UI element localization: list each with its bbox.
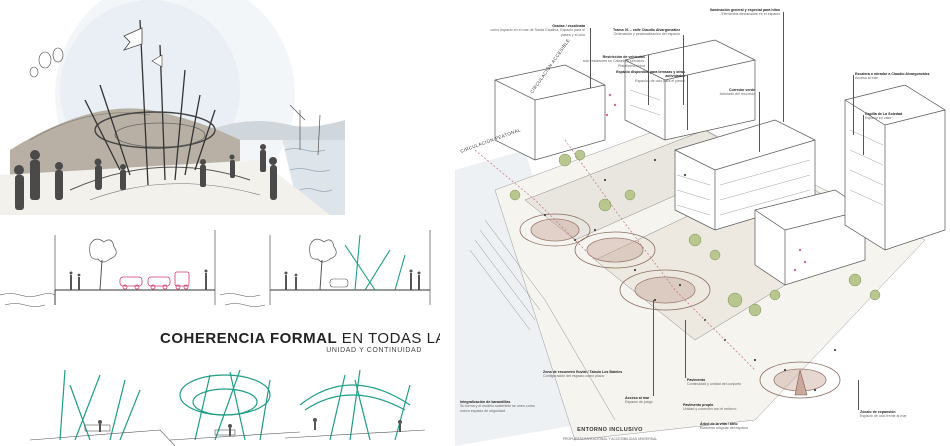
annotation-arbol: Árbol de la vida / atrio Elemento singul… (700, 422, 780, 431)
annotation-zocalo: Zócalo de expansión Espacio de ocio fren… (860, 410, 945, 419)
annotation-pavimento-desc: Continuidad y unidad del conjunto (687, 382, 742, 387)
leader-line (683, 35, 684, 105)
annotation-pavimento-prop-desc: Unidad y conexión con el entorno (683, 407, 737, 412)
annotation-arbol-desc: Elemento singular del espacio (700, 426, 748, 431)
annotation-zona-encuentro-desc: Configuración del espacio como plaza (543, 374, 604, 379)
formal-coherence-title: COHERENCIA FORMAL EN TODAS LAS ACTUACION… (160, 330, 440, 360)
annotation-corredor: Corredor verde Arbolado del recorrido (695, 88, 755, 97)
leader-line (863, 115, 864, 155)
annotation-zocalo-desc: Espacio de ocio frente al mar (860, 414, 907, 419)
leader-line (858, 380, 859, 410)
annotation-restriccion-head: Restricción de vehículos (602, 55, 645, 59)
annotation-capilla: Capilla de La Soledad Espacio en valor (865, 112, 945, 121)
leader-line (590, 28, 591, 88)
annotation-integracion: Integralización de barandillas Su forma … (460, 400, 540, 413)
street-sections (0, 225, 440, 325)
title-subtitle: UNIDAD Y CONTINUIDAD (326, 347, 422, 354)
annotation-acceso-mar-head: Acceso al mar (625, 396, 650, 400)
annotation-espacio-terrazas-desc: Espacios de ocio para el paseo (635, 78, 685, 83)
annotation-integracion-head: Integralización de barandillas (460, 400, 511, 404)
detail-sketches (0, 360, 440, 446)
annotation-iluminacion-head: Iluminación general y especial para hito… (709, 8, 780, 12)
annotation-corredor-desc: Arbolado del recorrido (719, 92, 755, 97)
annotation-pavimento-head: Pavimento (687, 378, 706, 382)
annotation-tramo: Tramo 01 – calle Claudio Alvargonzález O… (600, 28, 680, 37)
axonometric-drawing (455, 39, 946, 446)
annotation-zocalo-head: Zócalo de expansión (860, 410, 896, 414)
title-rest: EN TODAS LAS ACTUACIONES (341, 330, 440, 347)
leader-line (653, 300, 654, 396)
annotation-capilla-head: Capilla de La Soledad (865, 112, 903, 116)
leader-line (687, 75, 688, 130)
annotation-pavimento-prop-head: Pavimento propio (683, 403, 714, 407)
annotation-tramo-desc: Ordenación y peatonalización del espacio (613, 32, 680, 37)
annotation-zona-encuentro: Zona de encuentro fluvial / Tabulo Los B… (543, 370, 623, 379)
leader-line (783, 12, 784, 122)
leader-line (853, 75, 854, 135)
entorno-inclusivo-title: ENTORNO INCLUSIVO (577, 427, 643, 433)
annotation-iluminacion: Iluminación general y especial para hito… (690, 8, 780, 17)
annotation-iluminacion-desc: Elementos destacados en el espacio (721, 12, 780, 17)
leader-line (685, 320, 686, 378)
entorno-inclusivo-sub: PROPUESTA INVITACIONAL Y ACCESIBILIDAD U… (562, 437, 658, 441)
leader-line (759, 92, 760, 152)
annotation-integracion-desc: Su forma y el modelo sostenible se unen … (460, 404, 535, 413)
annotation-gradas-desc: como espacio en el mar de Santa Catalina… (490, 28, 586, 37)
hero-sketch-drawing (0, 0, 345, 215)
leader-line (648, 55, 649, 105)
annotation-restriccion: Restricción de vehículos solo residentes… (565, 55, 645, 68)
annotation-escalera: Escalera o mirador a Claudio Alvargonzál… (855, 72, 940, 81)
annotation-escalera-desc: Acceso al mar (855, 76, 878, 81)
detail-2 (179, 369, 271, 441)
section-after (219, 230, 431, 307)
annotation-arbol-head: Árbol de la vida / atrio (700, 422, 738, 426)
annotation-pavimento: Pavimento Continuidad y unidad del conju… (687, 378, 747, 387)
annotation-espacio-terrazas: Espacio disponible para terrazas y otras… (605, 70, 685, 83)
section-before (0, 230, 216, 307)
detail-3 (299, 369, 411, 441)
detail-sketches-drawing (29, 369, 426, 446)
street-sections-drawing (0, 230, 431, 307)
annotation-gradas-head: Gradas / escalinata (552, 24, 585, 28)
annotation-acceso-mar-desc: Espacio de juego (625, 400, 653, 405)
annotation-pavimento-prop: Pavimento propio Unidad y conexión con e… (683, 403, 753, 412)
title-bold: COHERENCIA FORMAL (160, 330, 338, 347)
annotation-corredor-head: Corredor verde (729, 88, 755, 92)
annotation-tramo-head: Tramo 01 – calle Claudio Alvargonzález (613, 28, 680, 32)
annotation-restriccion-desc: solo residentes en Calzada y servicios. … (582, 59, 645, 68)
annotation-acceso-mar: Acceso al mar Espacio de juego (625, 396, 675, 405)
annotation-capilla-desc: Espacio en valor (865, 116, 892, 121)
hero-perspective-sketch (0, 0, 345, 215)
annotation-escalera-head: Escalera o mirador a Claudio Alvargonzál… (855, 72, 930, 76)
annotation-espacio-terrazas-head: Espacio disponible para terrazas y otras… (616, 70, 685, 79)
annotation-gradas: Gradas / escalinata como espacio en el m… (485, 24, 586, 37)
annotation-zona-encuentro-head: Zona de encuentro fluvial / Tabulo Los B… (543, 370, 623, 374)
axonometric-plan: CIRCULACIÓN ACCESIBLE CIRCULACIÓN PEATON… (455, 0, 950, 446)
title-heading: COHERENCIA FORMAL EN TODAS LAS ACTUACION… (160, 330, 440, 347)
